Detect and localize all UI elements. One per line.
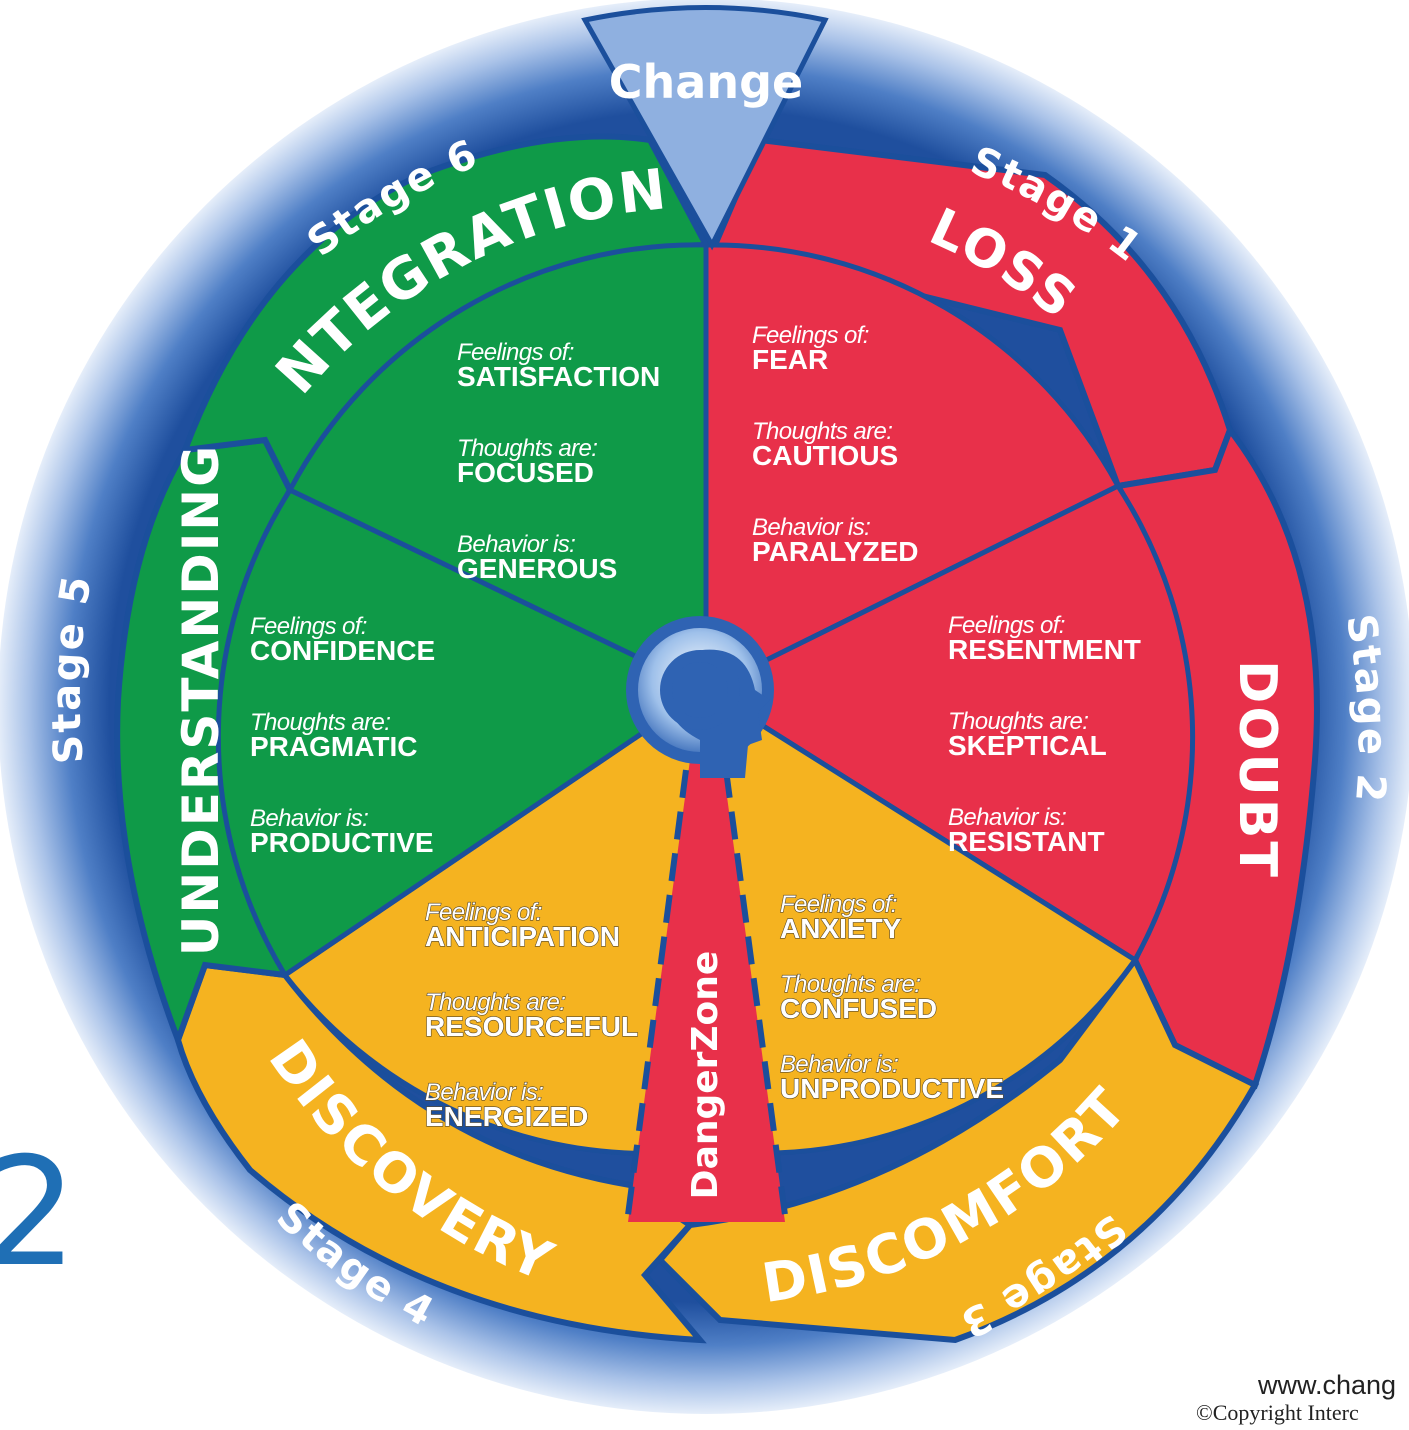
band-label-doubt: DOUBT	[1227, 660, 1287, 880]
stage3-row2-value: CONFUSED	[780, 993, 937, 1024]
stage4-row2-value: RESOURCEFUL	[425, 1011, 638, 1042]
stage2-row3-value: RESISTANT	[948, 826, 1105, 857]
sector-doubt	[700, 482, 1196, 964]
band-discovery	[174, 961, 707, 1344]
stage1-row3-value: PARALYZED	[752, 536, 918, 567]
stage3-row1-value: ANXIETY	[780, 913, 902, 944]
slide-number: 2	[0, 1126, 78, 1300]
sector-understanding	[215, 486, 712, 979]
stage2-row2-label: Thoughts are:	[948, 708, 1088, 735]
stage1-row2-label: Thoughts are:	[752, 418, 892, 445]
stage2-row2-value: SKEPTICAL	[948, 730, 1107, 761]
sector-integration	[286, 242, 709, 694]
danger-zone-dash-right	[723, 769, 788, 1216]
stage2-row1-label: Feelings of:	[948, 612, 1065, 639]
footer-url: www.chang	[1258, 1370, 1397, 1400]
stage3-row1-label: Feelings of:	[780, 891, 897, 918]
stage6-row2-value: FOCUSED	[457, 457, 594, 488]
change-wedge	[581, 5, 829, 251]
stage4-row1-label: Feelings of:	[425, 899, 542, 926]
stage5-row2-value: PRAGMATIC	[250, 731, 417, 762]
stage5-row3-label: Behavior is:	[250, 805, 368, 832]
stage5-row1-value: CONFIDENCE	[250, 635, 435, 666]
stage5-row2-label: Thoughts are:	[250, 709, 390, 736]
stage4-row2-label: Thoughts are:	[425, 989, 565, 1016]
stage2-row1-value: RESENTMENT	[948, 634, 1141, 665]
danger-zone-dash-left	[625, 769, 689, 1216]
stage3-row2-label: Thoughts are:	[780, 971, 920, 998]
stage6-row3-label: Behavior is:	[457, 531, 575, 558]
band-label-understanding: UNDERSTANDING	[172, 444, 230, 956]
stage6-row1-value: SATISFACTION	[457, 361, 660, 392]
stage4-row3-value: ENERGIZED	[425, 1101, 588, 1132]
stage1-row1-value: FEAR	[752, 344, 828, 375]
stage3-row3-label: Behavior is:	[780, 1051, 898, 1078]
stage6-row1-label: Feelings of:	[457, 339, 574, 366]
stage1-row1-label: Feelings of:	[752, 322, 869, 349]
sector-loss	[703, 242, 1122, 695]
footer-copyright: ©Copyright Interc	[1196, 1400, 1359, 1425]
stage1-row3-label: Behavior is:	[752, 514, 870, 541]
danger-zone-wedge	[628, 760, 785, 1222]
stage5-row1-label: Feelings of:	[250, 613, 367, 640]
stage1-row2-value: CAUTIOUS	[752, 440, 898, 471]
stage6-row2-label: Thoughts are:	[457, 435, 597, 462]
stage4-row3-label: Behavior is:	[425, 1079, 543, 1106]
stage5-row3-value: PRODUCTIVE	[250, 827, 434, 858]
stage3-row3-value: UNPRODUCTIVE	[780, 1073, 1004, 1104]
stage2-row3-label: Behavior is:	[948, 804, 1066, 831]
stage6-row3-value: GENEROUS	[457, 553, 617, 584]
stage4-row1-value: ANTICIPATION	[425, 921, 620, 952]
change-label: Change	[609, 55, 803, 109]
danger-zone-label: DangerZone	[685, 951, 726, 1200]
